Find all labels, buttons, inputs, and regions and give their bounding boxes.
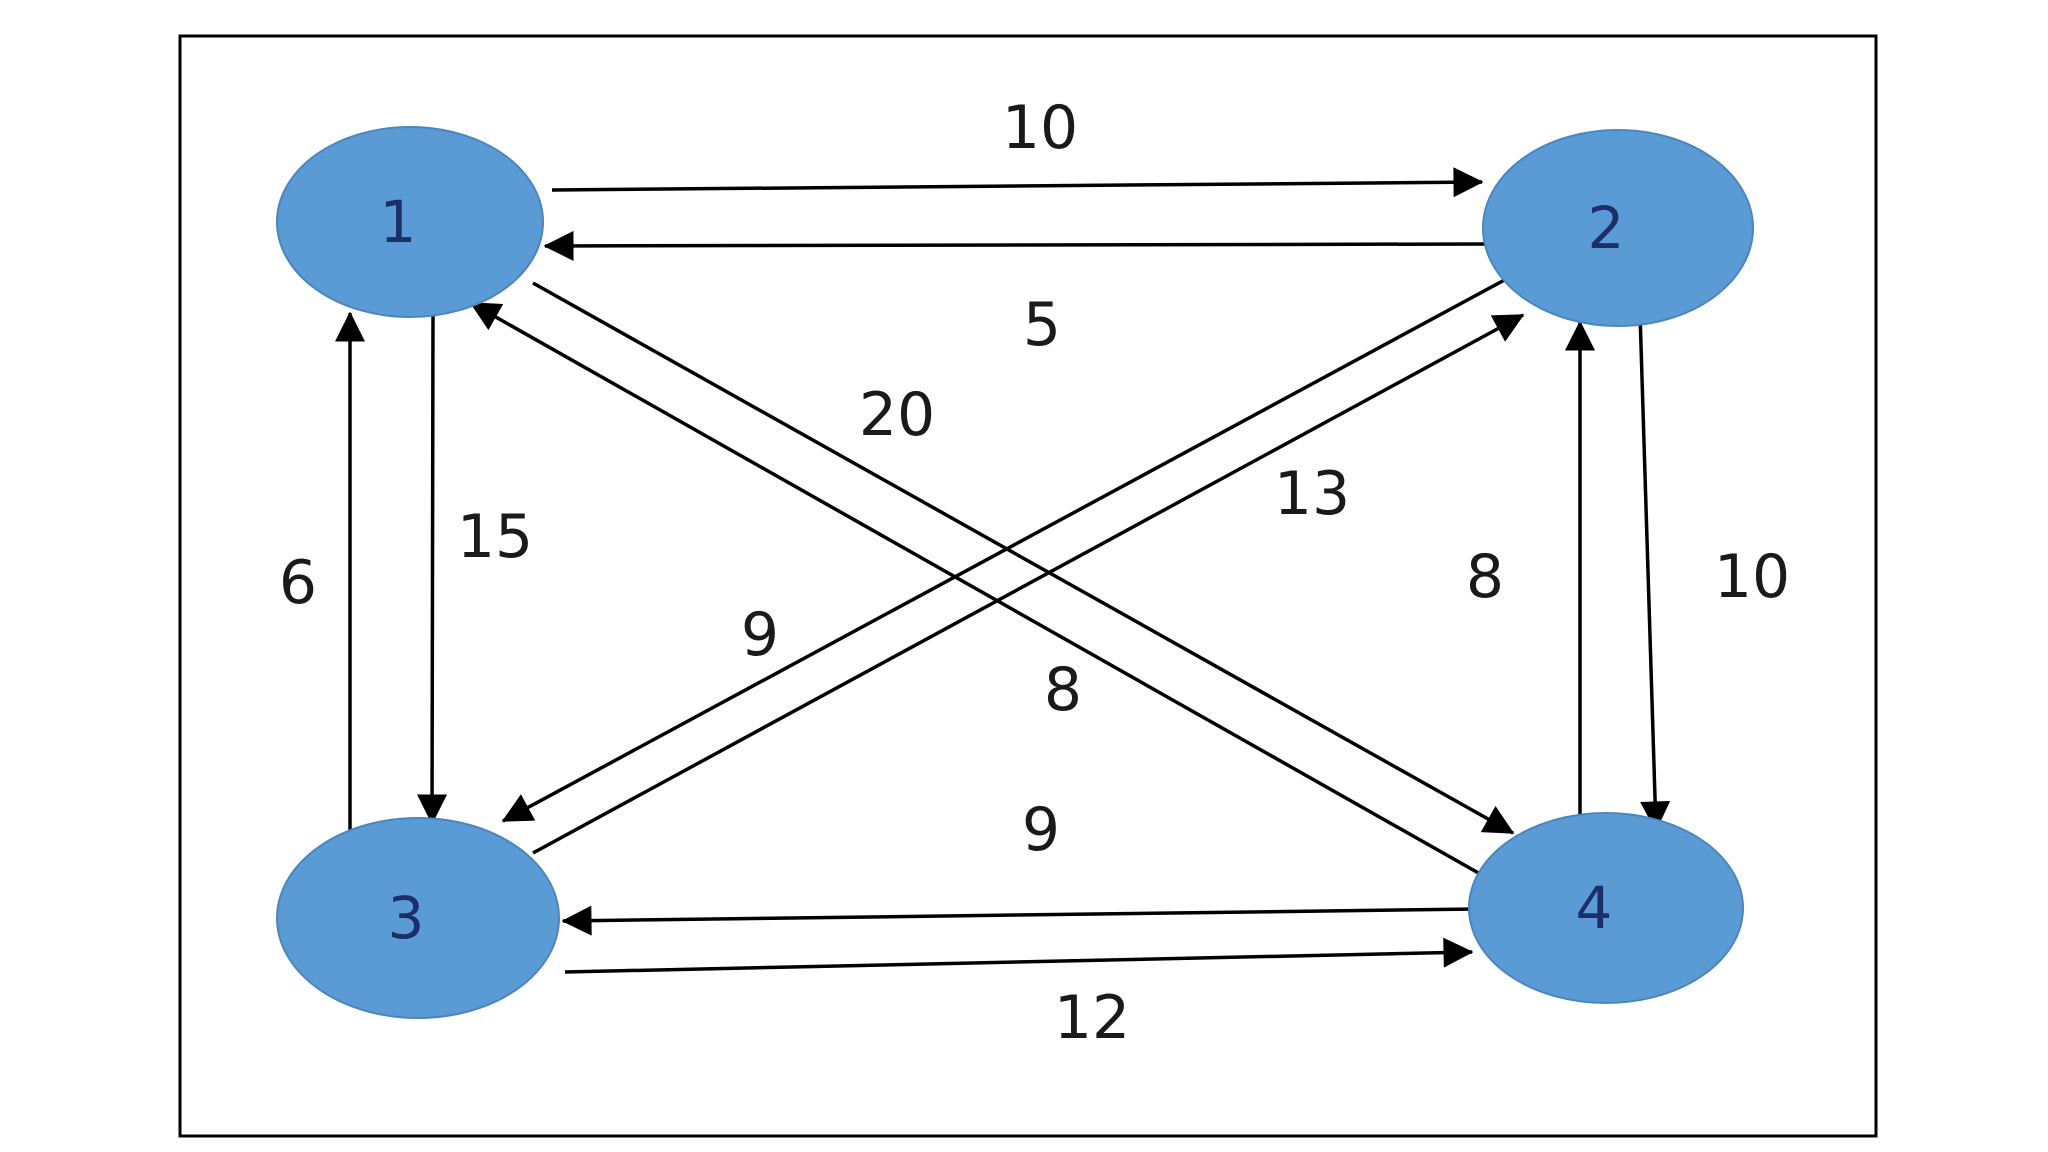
node-4-circle [1468,812,1744,1004]
edge-weight-3-to-4: 12 [1054,983,1130,1053]
node-3-label: 3 [388,884,425,952]
edges-layer [335,167,1671,974]
edge-arrow-4-to-3 [561,905,1479,936]
edge-arrow-2-to-1 [543,230,1487,261]
edge-weight-2-to-3: 9 [741,600,779,670]
node-2-label: 2 [1588,194,1625,262]
edge-weight-1-to-3: 15 [457,502,533,572]
node-4: 4 [1468,812,1744,1004]
edge-arrow-2-to-4 [1638,312,1671,832]
edge-weight-1-to-4: 20 [859,380,935,450]
node-1-label: 1 [380,188,417,256]
node-2: 2 [1482,129,1754,327]
node-3: 3 [276,817,560,1019]
edge-weight-3-to-2: 13 [1274,459,1350,529]
edge-weight-2-to-4: 10 [1714,542,1790,612]
node-3-circle [276,817,560,1019]
node-1-circle [276,126,544,318]
edge-arrow-3-to-4 [564,937,1474,974]
node-2-circle [1482,129,1754,327]
node-1: 1 [276,126,544,318]
edge-arrow-3-to-2 [532,313,1525,855]
nodes-layer: 1 2 3 4 [276,126,1754,1019]
edge-arrow-1-to-4 [532,281,1515,835]
edge-weight-3-to-1: 6 [279,548,317,618]
edge-arrow-4-to-1 [469,301,1483,877]
edge-arrow-1-to-3 [417,313,448,825]
edge-arrow-1-to-2 [551,167,1484,198]
edge-weight-4-to-3: 9 [1022,795,1060,865]
node-4-label: 4 [1576,874,1613,942]
edge-weight-4-to-1: 8 [1044,655,1082,725]
edge-arrow-2-to-3 [501,275,1511,823]
edge-weight-2-to-1: 5 [1023,290,1061,360]
edge-weight-4-to-2: 8 [1466,542,1504,612]
edge-weight-1-to-2: 10 [1002,93,1078,163]
